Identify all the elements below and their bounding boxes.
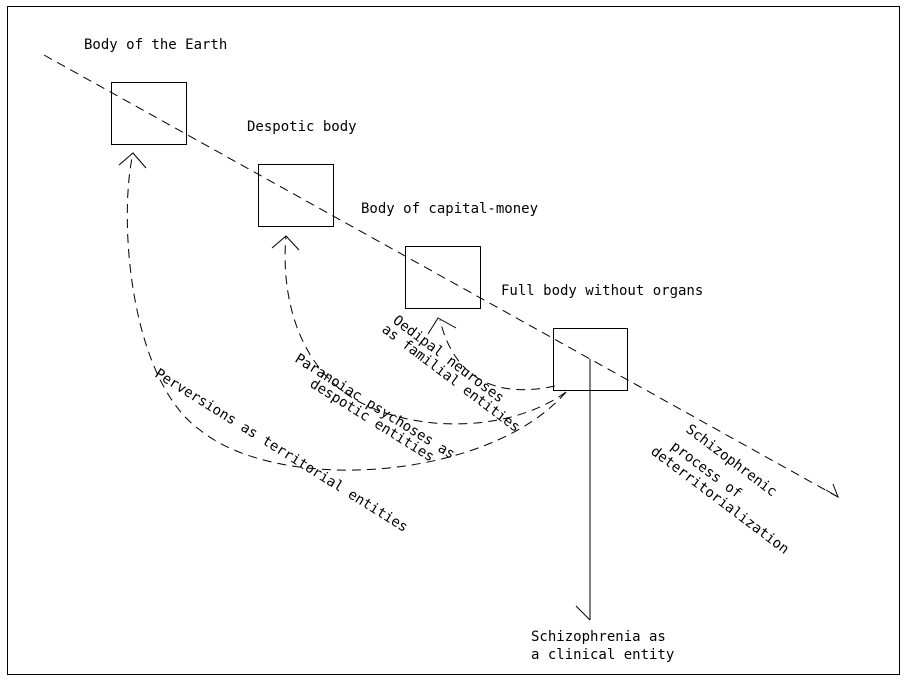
arc-oedipal-arrowhead <box>427 317 457 335</box>
label-body-of-capital-money: Body of capital-money <box>361 201 538 217</box>
box-body-of-capital-money <box>405 246 481 309</box>
arc-perversions <box>126 152 567 471</box>
label-full-body-without-organs: Full body without organs <box>501 283 703 299</box>
arc-paranoiac-arrowhead <box>271 235 300 251</box>
label-perversions: Perversions as territorial entities <box>152 366 411 536</box>
label-clinical-line2: a clinical entity <box>531 647 674 663</box>
label-despotic-body: Despotic body <box>247 119 357 135</box>
label-body-of-the-earth: Body of the Earth <box>84 37 227 53</box>
frame-border <box>7 6 900 675</box>
process-axis-arrowhead <box>825 483 839 499</box>
box-despotic-body <box>258 164 334 227</box>
arc-perversions-arrowhead <box>118 152 147 169</box>
arc-oedipal <box>439 319 556 391</box>
process-axis-line <box>43 54 839 498</box>
label-clinical-line1: Schizophrenia as <box>531 629 666 645</box>
label-oedipal-line1: Oedipal neuroses <box>390 312 507 406</box>
box-body-of-the-earth <box>111 82 187 145</box>
clinical-arrowhead <box>575 605 591 621</box>
arc-paranoiac <box>284 235 567 425</box>
